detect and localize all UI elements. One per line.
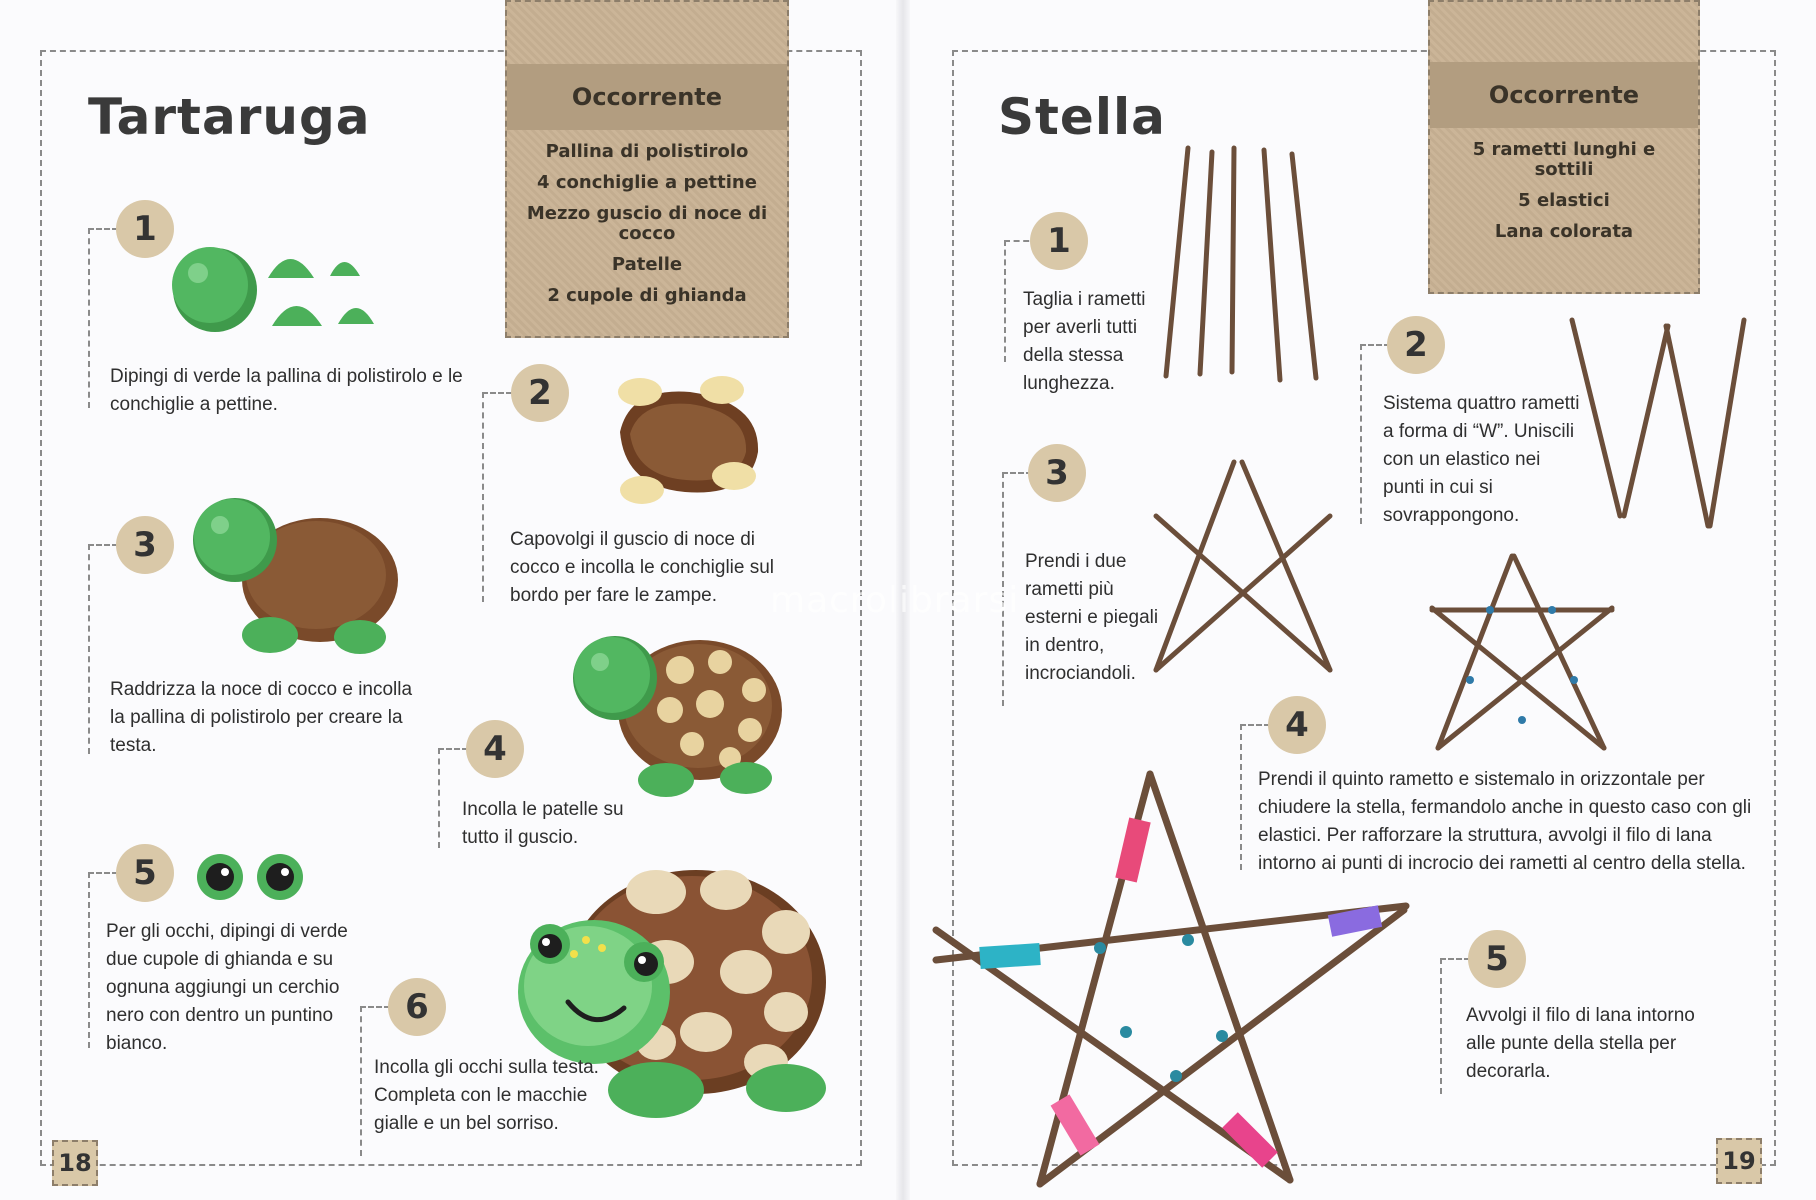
watermark: macrolibrarsi xyxy=(770,580,1020,621)
right-materials-title: Occorrente xyxy=(1430,62,1698,128)
step-5-number: 5 xyxy=(116,844,174,902)
step-1-number: 1 xyxy=(116,200,174,258)
step-2-number: 2 xyxy=(511,364,569,422)
stella-step-3-number: 3 xyxy=(1028,444,1086,502)
right-page-title: Stella xyxy=(998,88,1166,146)
right-materials-box: Occorrente 5 rametti lunghi e sottili 5 … xyxy=(1428,0,1700,294)
step-4-text: Incolla le patelle su tutto il guscio. xyxy=(462,799,624,848)
left-page-number: 18 xyxy=(52,1140,98,1186)
material-item: Mezzo guscio di noce di cocco xyxy=(526,203,768,244)
stella-step-4-number: 4 xyxy=(1268,696,1326,754)
stella-step-3-leader xyxy=(1002,472,1032,706)
stella-step-4-leader xyxy=(1240,724,1270,870)
step-6-leader xyxy=(360,1006,390,1156)
stella-step-1-text: Taglia i rametti per averli tutti della … xyxy=(1023,289,1146,394)
stella-step-5-leader xyxy=(1440,958,1470,1094)
step-3-text: Raddrizza la noce di cocco e incolla la … xyxy=(110,679,413,756)
material-item: Lana colorata xyxy=(1494,221,1634,242)
left-materials-list: Pallina di polistirolo 4 conchiglie a pe… xyxy=(507,130,787,306)
stella-step-3-text: Prendi i due rametti più esterni e piega… xyxy=(1025,551,1159,684)
step-4-number: 4 xyxy=(466,720,524,778)
material-item: 2 cupole di ghianda xyxy=(547,285,747,306)
material-item: 5 rametti lunghi e sottili xyxy=(1472,139,1656,180)
acorn-eyes-illustration xyxy=(197,854,303,900)
step-3-leader xyxy=(88,544,118,754)
step-6-number: 6 xyxy=(388,978,446,1036)
book-gutter xyxy=(896,0,910,1200)
step-1-text: Dipingi di verde la pallina di polistiro… xyxy=(110,366,463,415)
turtle-with-limpets-illustration xyxy=(573,636,782,797)
stella-step-2-number: 2 xyxy=(1387,316,1445,374)
step-2-leader xyxy=(482,392,512,602)
left-materials-box: Occorrente Pallina di polistirolo 4 conc… xyxy=(505,0,789,338)
crossed-twigs-illustration xyxy=(1153,459,1333,673)
material-item: Patelle xyxy=(611,254,683,275)
left-dashed-frame xyxy=(40,50,862,1166)
green-ball-and-shells-illustration xyxy=(172,247,374,332)
five-twigs-illustration xyxy=(1163,145,1319,383)
coconut-with-head-illustration xyxy=(193,498,398,654)
left-materials-title: Occorrente xyxy=(507,64,787,130)
material-item: 5 elastici xyxy=(1518,190,1610,211)
stella-step-5-number: 5 xyxy=(1468,930,1526,988)
finished-turtle-photo xyxy=(518,870,826,1118)
small-star-illustration xyxy=(1429,553,1615,751)
right-page-number: 19 xyxy=(1716,1138,1762,1184)
step-1-leader xyxy=(88,228,118,408)
material-item: Pallina di polistirolo xyxy=(545,141,749,162)
stella-step-1-number: 1 xyxy=(1030,212,1088,270)
right-dashed-frame xyxy=(952,50,1776,1166)
right-materials-list: 5 rametti lunghi e sottili 5 elastici La… xyxy=(1430,128,1698,242)
step-6-text: Incolla gli occhi sulla testa. Completa … xyxy=(374,1057,599,1134)
step-3-number: 3 xyxy=(116,516,174,574)
left-page-title: Tartaruga xyxy=(88,88,371,146)
stella-step-2-leader xyxy=(1360,344,1390,524)
step-5-text: Per gli occhi, dipingi di verde due cupo… xyxy=(106,921,348,1054)
finished-star-photo xyxy=(932,770,1410,1188)
upturned-coconut-illustration xyxy=(618,376,759,504)
material-item: 4 conchiglie a pettine xyxy=(537,172,757,193)
w-shape-twigs-illustration xyxy=(1569,317,1747,529)
step-5-leader xyxy=(88,872,118,1048)
stella-step-5-text: Avvolgi il filo di lana intorno alle pun… xyxy=(1466,1005,1695,1082)
step-4-leader xyxy=(438,748,468,848)
stella-step-2-text: Sistema quattro rametti a forma di “W”. … xyxy=(1383,393,1580,526)
stella-step-4-text: Prendi il quinto rametto e sistemalo in … xyxy=(1258,769,1752,874)
step-2-text: Capovolgi il guscio di noce di cocco e i… xyxy=(510,529,775,606)
